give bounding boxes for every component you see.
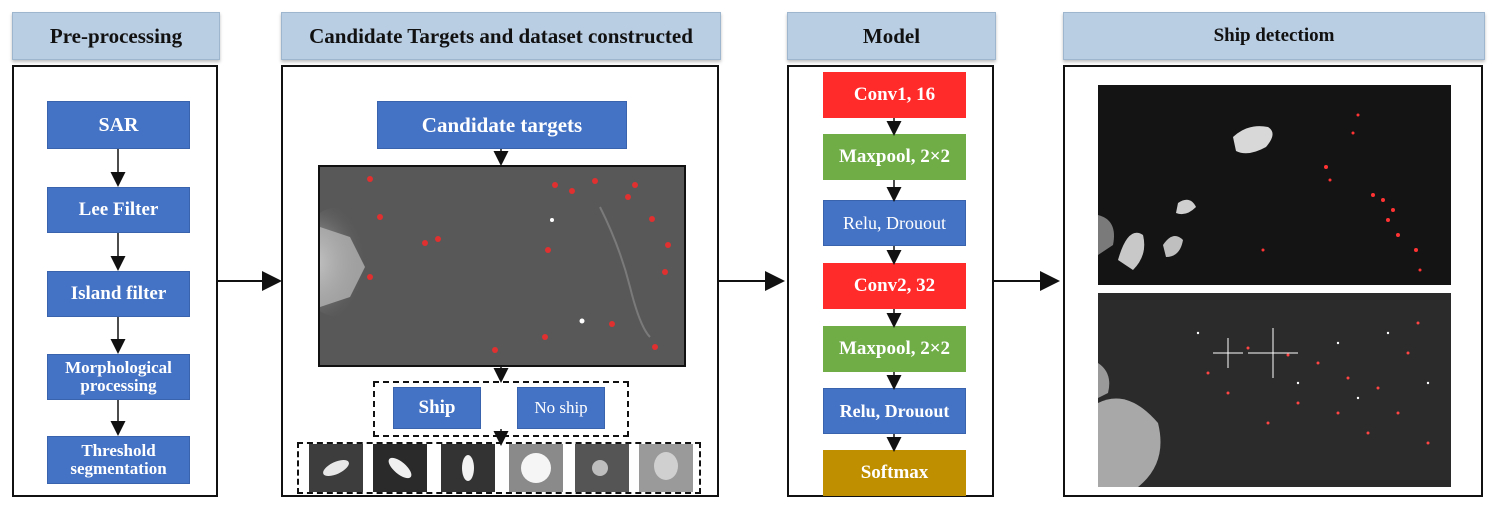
step-threshold: Threshold segmentation (47, 436, 190, 484)
thumbnail-ship-3 (441, 444, 495, 492)
label-ship: Ship (393, 387, 481, 429)
thumbnail-noship-1 (509, 444, 563, 492)
layer-maxpool1: Maxpool, 2×2 (823, 134, 966, 180)
detection-image-top (1098, 85, 1451, 285)
layer-conv2: Conv2, 32 (823, 263, 966, 309)
layer-maxpool2: Maxpool, 2×2 (823, 326, 966, 372)
header-detection: Ship detectiom (1063, 12, 1485, 60)
layer-softmax: Softmax (823, 450, 966, 496)
layer-relu-dropout2: Relu, Drouout (823, 388, 966, 434)
thumbnail-noship-3 (639, 444, 693, 492)
header-candidate: Candidate Targets and dataset constructe… (281, 12, 721, 60)
arrow-candidate-to-model (719, 271, 785, 291)
detection-image-bottom (1098, 293, 1451, 487)
step-lee-filter: Lee Filter (47, 187, 190, 233)
layer-conv1: Conv1, 16 (823, 72, 966, 118)
arrow-model-to-detection (994, 271, 1060, 291)
panel-preprocessing: SAR Lee Filter Island filter Morphologic… (12, 65, 218, 497)
thumbnail-ship-1 (309, 444, 363, 492)
step-sar: SAR (47, 101, 190, 149)
thumbnail-noship-2 (575, 444, 629, 492)
header-preprocessing: Pre-processing (12, 12, 220, 60)
thumbnail-ship-2 (373, 444, 427, 492)
header-model: Model (787, 12, 996, 60)
arrows-preprocessing (110, 149, 126, 436)
layer-relu-dropout1: Relu, Drouout (823, 200, 966, 246)
step-island-filter: Island filter (47, 271, 190, 317)
arrow-pre-to-candidate (218, 271, 282, 291)
candidate-sar-texture (320, 167, 684, 365)
label-no-ship: No ship (517, 387, 605, 429)
candidate-targets-box: Candidate targets (377, 101, 627, 149)
panel-detection (1063, 65, 1483, 497)
candidate-sar-image (318, 165, 686, 367)
panel-candidate: Candidate targets (281, 65, 719, 497)
step-morphological: Morphological processing (47, 354, 190, 400)
panel-model: Conv1, 16 Maxpool, 2×2 Relu, Drouout Con… (787, 65, 994, 497)
